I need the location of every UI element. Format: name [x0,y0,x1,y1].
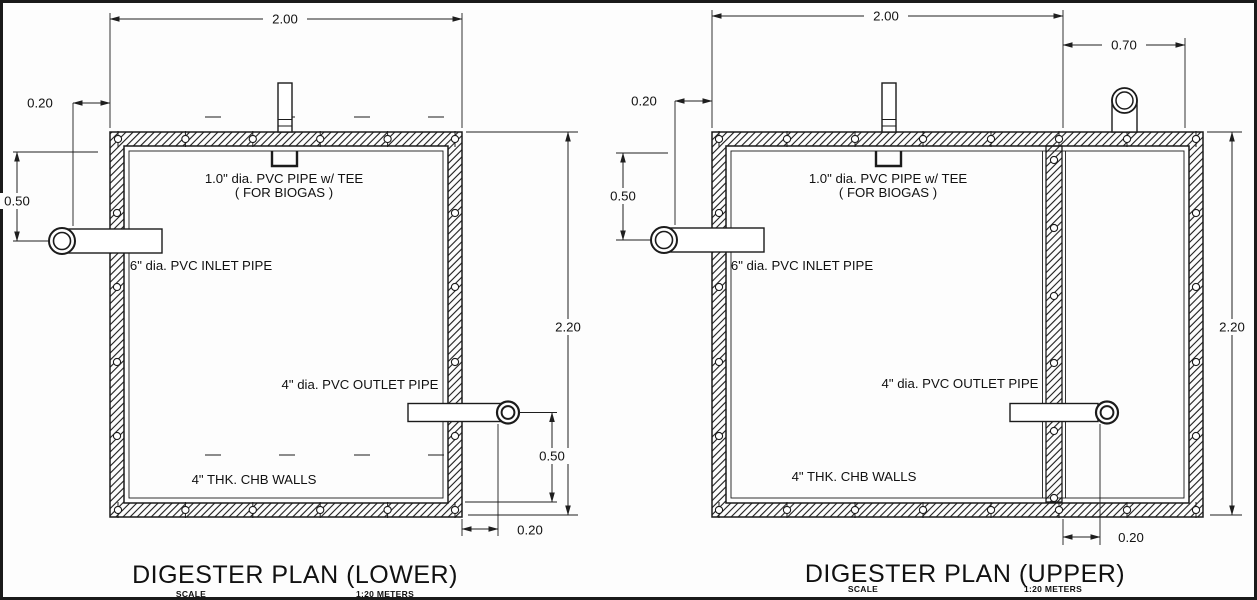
wall-ties-bottom-upper [714,502,1201,518]
dim-width-lower: 2.00 [272,12,298,27]
wall-ties-top-upper [714,131,1201,147]
inlet-label-upper: 6" dia. PVC INLET PIPE [731,258,873,273]
dimensions-upper: 2.00 0.70 0.20 0.50 2.20 0.20 [604,8,1253,545]
biogas-pipe-lower [270,82,299,168]
dim-inlet-depth-lower: 0.50 [4,194,30,209]
wall-ties-left-upper [714,208,724,441]
biogas-label-line1-lower: 1.0" dia. PVC PIPE w/ TEE [205,171,364,186]
biogas-pipe-upper [874,82,903,168]
inlet-label-lower: 6" dia. PVC INLET PIPE [130,258,272,273]
inlet-pipe-upper [650,226,765,254]
biogas-label-line2-lower: ( FOR BIOGAS ) [235,185,333,200]
wall-ties-left-lower [112,116,444,441]
outlet-pipe-lower [407,400,521,425]
scale-value-upper: 1:20 METERS [1024,584,1082,594]
biogas-label-line2-upper: ( FOR BIOGAS ) [839,185,937,200]
plan-lower: 2.00 0.20 0.50 2.20 0.50 0.20 1.0" dia. … [0,11,589,599]
outlet-label-upper: 4" dia. PVC OUTLET PIPE [882,376,1039,391]
dimensions-lower: 2.00 0.20 0.50 2.20 0.50 0.20 [0,11,589,538]
wall-ties-internal-upper [1049,155,1059,503]
dim-chamber-width-upper: 0.70 [1111,38,1137,53]
tank-walls-upper [711,131,1204,518]
walls-label-lower: 4" THK. CHB WALLS [192,472,317,487]
scale-value-lower: 1:20 METERS [356,589,414,599]
wall-ties-bottom-lower [113,502,460,518]
title-block-upper: DIGESTER PLAN (UPPER) SCALE 1:20 METERS [805,560,1125,594]
dim-inlet-depth-upper: 0.50 [610,189,636,204]
dim-outlet-depth-lower: 0.50 [539,449,565,464]
walls-label-upper: 4" THK. CHB WALLS [792,469,917,484]
plan-upper: 2.00 0.70 0.20 0.50 2.20 0.20 1.0" dia. … [604,8,1253,594]
outlet-pipe-upper [1009,400,1120,425]
plan-title-upper: DIGESTER PLAN (UPPER) [805,560,1125,588]
inlet-pipe-lower [48,227,163,255]
dim-inlet-offset-lower: 0.20 [27,96,53,111]
dim-width-upper: 2.00 [873,9,899,24]
internal-wall-upper [1045,145,1063,503]
plan-title-lower: DIGESTER PLAN (LOWER) [132,561,458,589]
wall-ties-right-upper [1191,208,1201,441]
wall-ties-top-lower [113,131,460,147]
outlet-label-lower: 4" dia. PVC OUTLET PIPE [282,377,439,392]
wall-ties-right-lower [205,208,460,456]
scale-label-upper: SCALE [848,584,878,594]
scale-label-lower: SCALE [176,589,206,599]
outlet-riser-pipe-upper [1111,87,1138,133]
tee-fitting-upper [874,151,903,168]
title-block-lower: DIGESTER PLAN (LOWER) SCALE 1:20 METERS [132,561,458,599]
tank-walls-lower [109,131,463,518]
labels-upper: 1.0" dia. PVC PIPE w/ TEE ( FOR BIOGAS )… [731,171,1039,484]
dim-inlet-offset-upper: 0.20 [631,94,657,109]
tee-fitting-lower [270,151,299,168]
dim-height-lower: 2.20 [555,320,581,335]
dim-height-upper: 2.20 [1219,320,1245,335]
biogas-label-line1-upper: 1.0" dia. PVC PIPE w/ TEE [809,171,968,186]
dim-outlet-offset-lower: 0.20 [517,523,543,538]
labels-lower: 1.0" dia. PVC PIPE w/ TEE ( FOR BIOGAS )… [130,171,439,487]
dim-outlet-offset-upper: 0.20 [1118,530,1144,545]
